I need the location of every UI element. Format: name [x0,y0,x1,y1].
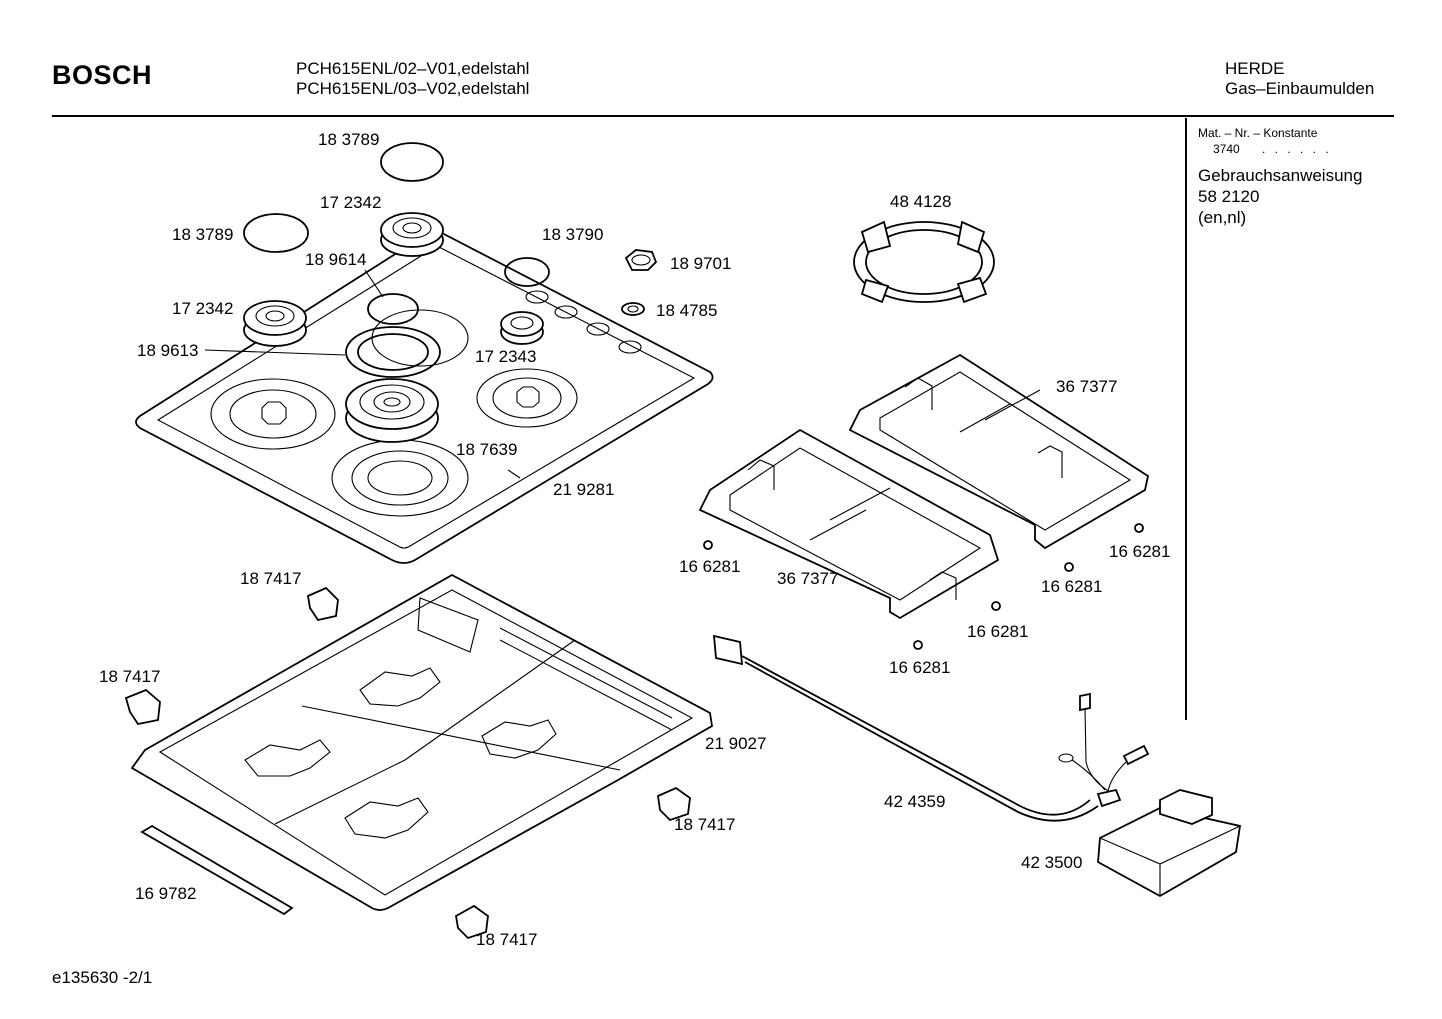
leader-189613 [204,349,346,356]
rubber-foot-166281-a [703,540,713,550]
model-line-2: PCH615ENL/03–V02,edelstahl [296,79,530,98]
label-169782: 16 9782 [135,884,196,903]
clip-187417-d [455,904,489,940]
burner-crown-172342-top [380,212,444,257]
label-187417-a: 18 7417 [240,569,301,588]
cable-harness-424359 [712,634,1150,822]
mat-nr-value: 3740 [1213,142,1240,156]
label-187417-b: 18 7417 [99,667,160,686]
label-219281: 21 9281 [553,480,614,499]
label-423500: 42 3500 [1021,853,1082,872]
bottom-tray-219027 [130,573,713,911]
rubber-foot-166281-e [913,640,923,650]
label-424359: 42 4359 [884,792,945,811]
label-166281-a: 16 6281 [679,557,740,576]
document-id: e135630 -2/1 [52,968,153,987]
rubber-foot-166281-d [991,601,1001,611]
category-line-2: Gas–Einbaumulden [1225,79,1375,98]
leader-189614 [364,269,384,298]
model-line-1: PCH615ENL/02–V01,edelstahl [296,59,530,78]
label-183789-left: 18 3789 [172,225,233,244]
rubber-foot-166281-b [1134,523,1144,533]
label-367377-right: 36 7377 [1056,377,1117,396]
label-166281-d: 16 6281 [967,622,1028,641]
label-172343: 17 2343 [475,347,536,366]
label-219027: 21 9027 [705,734,766,753]
clip-187417-a [306,586,339,622]
rubber-foot-166281-c [1064,562,1074,572]
label-166281-e: 16 6281 [889,658,950,677]
label-183790: 18 3790 [542,225,603,244]
mat-nr-dots: . . . . . . [1262,142,1332,156]
label-183789-top: 18 3789 [318,130,379,149]
label-166281-b: 16 6281 [1109,542,1170,561]
clip-187417-c [657,786,691,822]
pan-support-367377-left [698,428,1000,620]
pan-support-367377-right [848,353,1150,550]
knob-ring-184785 [621,302,645,316]
burner-crown-187639 [345,378,439,443]
burner-crown-172343 [500,311,544,345]
header-divider [52,115,1394,117]
wok-ring-484128 [853,220,995,304]
label-187417-c: 18 7417 [674,815,735,834]
label-184785: 18 4785 [656,301,717,320]
ignition-module-423500 [1097,789,1242,898]
brand-logo: BOSCH [52,60,153,90]
clip-187417-b [124,688,161,726]
doc-languages: (en,nl) [1198,208,1247,227]
label-484128: 48 4128 [890,192,951,211]
label-172342-top: 17 2342 [320,193,381,212]
label-367377-left: 36 7377 [777,569,838,588]
burner-cap-183790 [504,257,550,287]
label-189614: 18 9614 [305,250,366,269]
label-187639: 18 7639 [456,440,517,459]
burner-crown-172342-left [243,300,307,347]
doc-title: Gebrauchsanweisung [1198,166,1363,185]
seal-strip-169782 [140,824,294,916]
category-line-1: HERDE [1225,59,1285,78]
burner-ring-189613 [345,326,441,378]
label-166281-c: 16 6281 [1041,577,1102,596]
control-knob-189701 [624,249,658,271]
sidebar-divider [1185,118,1187,720]
mat-nr-label: Mat. – Nr. – Konstante [1198,126,1318,140]
label-187417-d: 18 7417 [476,930,537,949]
doc-number: 58 2120 [1198,187,1260,206]
burner-cap-183789-top [380,142,444,182]
label-189701: 18 9701 [670,254,731,273]
label-189613: 18 9613 [137,341,198,360]
label-172342-left: 17 2342 [172,299,233,318]
burner-cap-189614 [367,293,419,325]
burner-cap-183789-left [243,213,309,253]
